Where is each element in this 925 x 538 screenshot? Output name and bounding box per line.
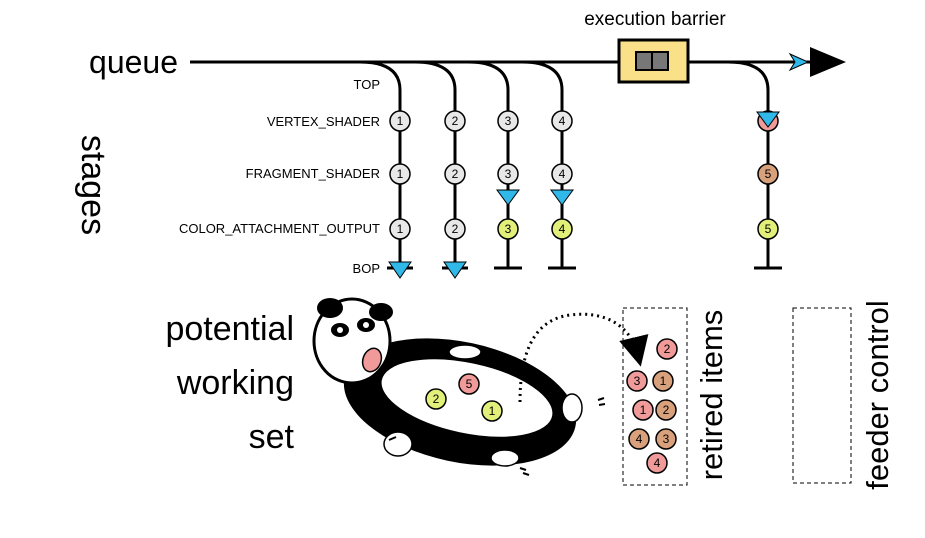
svg-text:2: 2 (663, 403, 670, 417)
pipeline-5: 5 5 (756, 110, 780, 240)
svg-text:1: 1 (397, 222, 404, 236)
pipeline-branches (359, 60, 770, 268)
stage-vertex-label: VERTEX_SHADER (267, 114, 380, 129)
pipeline-1: 1 1 1 (388, 110, 412, 279)
svg-text:1: 1 (660, 374, 667, 388)
svg-text:3: 3 (505, 222, 512, 236)
svg-text:4: 4 (559, 167, 566, 181)
svg-text:1: 1 (640, 403, 647, 417)
svg-text:5: 5 (765, 222, 772, 236)
panda-creature: 2 5 1 (312, 297, 606, 476)
svg-text:2: 2 (433, 392, 440, 406)
queue-blue-arrow (788, 52, 810, 72)
svg-text:2: 2 (452, 167, 459, 181)
svg-text:4: 4 (654, 456, 661, 470)
queue-label: queue (89, 44, 178, 80)
svg-text:3: 3 (634, 374, 641, 388)
svg-text:working: working (176, 364, 294, 402)
retired-items-box (622, 307, 688, 486)
stages-label: stages (74, 135, 112, 235)
svg-text:4: 4 (636, 432, 643, 446)
barrier-label: execution barrier (584, 9, 726, 30)
svg-text:3: 3 (505, 114, 512, 128)
working-set-label: potential working set (165, 310, 294, 456)
pipeline-4: 4 4 4 (550, 110, 574, 240)
svg-text:potential: potential (165, 310, 294, 348)
svg-text:5: 5 (466, 377, 473, 391)
stage-fragment-label: FRAGMENT_SHADER (246, 166, 380, 181)
barrier-box (617, 38, 690, 84)
svg-text:2: 2 (664, 342, 671, 356)
svg-text:2: 2 (452, 222, 459, 236)
svg-text:1: 1 (397, 167, 404, 181)
svg-text:3: 3 (663, 432, 670, 446)
pipeline-3: 3 3 3 (496, 110, 520, 240)
pipeline-2: 2 2 2 (443, 110, 467, 279)
svg-text:set: set (249, 418, 295, 456)
svg-text:2: 2 (452, 114, 459, 128)
stage-color-label: COLOR_ATTACHMENT_OUTPUT (179, 221, 380, 236)
svg-text:5: 5 (765, 167, 772, 181)
retired-items: 2 3 1 1 2 4 3 4 (626, 338, 678, 474)
stage-top-label: TOP (354, 77, 381, 92)
svg-text:1: 1 (489, 404, 496, 418)
svg-text:3: 3 (505, 167, 512, 181)
feeder-control-box (792, 307, 852, 484)
stage-bop-label: BOP (353, 261, 380, 276)
svg-text:4: 4 (559, 114, 566, 128)
svg-text:1: 1 (397, 114, 404, 128)
retired-items-label: retired items (694, 310, 729, 481)
feeder-control-label: feeder control (860, 300, 895, 490)
svg-text:4: 4 (559, 222, 566, 236)
